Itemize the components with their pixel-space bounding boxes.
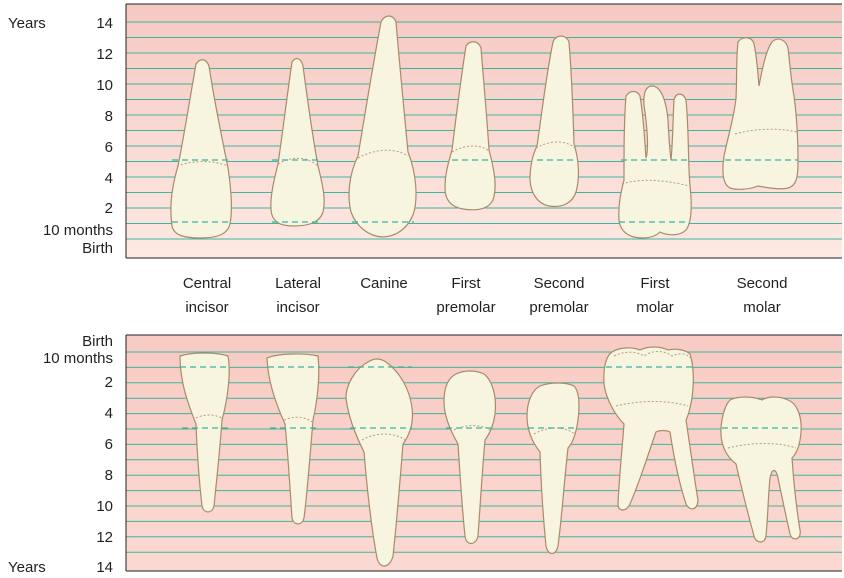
tooth-name-labels: Central incisor Lateral incisor Canine F… <box>183 275 788 316</box>
upper-tick-14: 14 <box>96 15 113 32</box>
label-first-molar-line2: molar <box>636 299 674 316</box>
label-second-premolar-line2: premolar <box>529 299 588 316</box>
label-second-premolar-line1: Second <box>534 275 585 292</box>
lower-tick-12: 12 <box>96 529 113 546</box>
upper-tick-10-months: 10 months <box>43 222 113 239</box>
upper-axis: Years 14 12 10 8 6 4 2 10 months Birth <box>8 15 113 257</box>
label-first-premolar-line2: premolar <box>436 299 495 316</box>
upper-years-label: Years <box>8 15 46 32</box>
upper-tick-4: 4 <box>105 170 113 187</box>
label-central-line1: Central <box>183 275 231 292</box>
upper-tick-12: 12 <box>96 46 113 63</box>
label-second-molar-line2: molar <box>743 299 781 316</box>
lower-tick-2: 2 <box>105 374 113 391</box>
label-lateral-line2: incisor <box>276 299 319 316</box>
upper-tick-10: 10 <box>96 77 113 94</box>
upper-tick-2: 2 <box>105 200 113 217</box>
label-canine-line1: Canine <box>360 275 408 292</box>
upper-first-molar <box>619 86 691 238</box>
label-central-line2: incisor <box>185 299 228 316</box>
lower-tick-4: 4 <box>105 405 113 422</box>
lower-tick-6: 6 <box>105 436 113 453</box>
upper-tick-6: 6 <box>105 139 113 156</box>
upper-tick-birth: Birth <box>82 240 113 257</box>
lower-tick-10-months: 10 months <box>43 350 113 367</box>
lower-tick-10: 10 <box>96 498 113 515</box>
lower-tick-14: 14 <box>96 559 113 576</box>
lower-tick-8: 8 <box>105 467 113 484</box>
label-second-molar-line1: Second <box>737 275 788 292</box>
label-lateral-line1: Lateral <box>275 275 321 292</box>
lower-years-label: Years <box>8 559 46 576</box>
upper-tick-8: 8 <box>105 108 113 125</box>
lower-tick-birth: Birth <box>82 333 113 350</box>
label-first-molar-line1: First <box>640 275 670 292</box>
label-first-premolar-line1: First <box>451 275 481 292</box>
lower-axis: Birth 10 months 2 4 6 8 10 12 14 Years <box>8 333 113 576</box>
